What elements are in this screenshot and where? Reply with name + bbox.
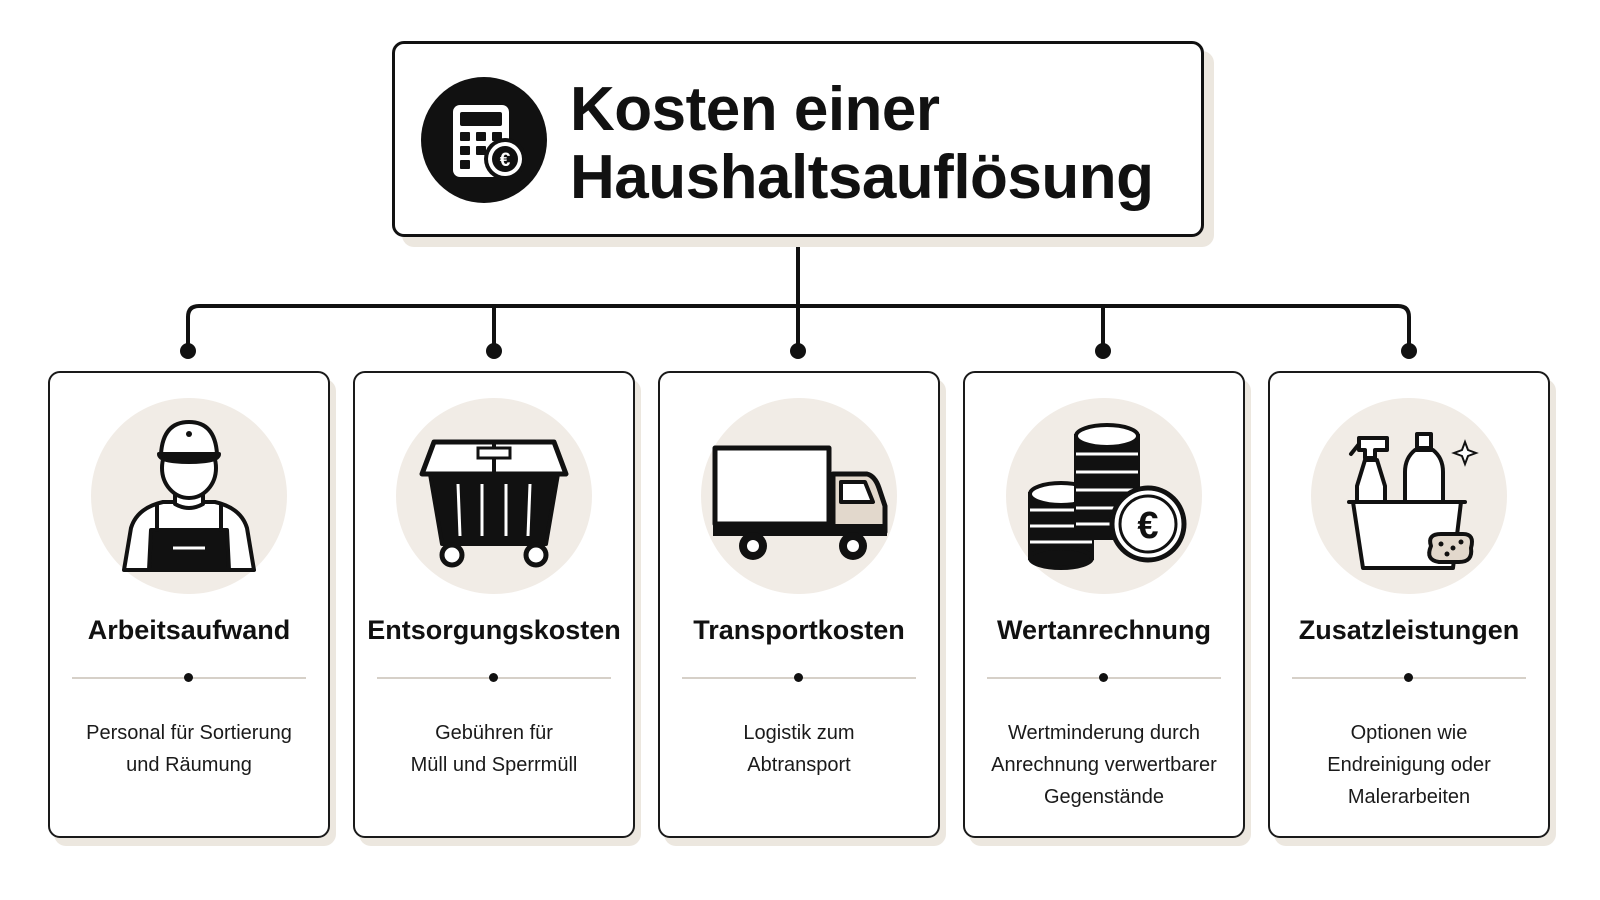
title-line-2: Haushaltsauflösung	[570, 143, 1154, 212]
card-title: Zusatzleistungen	[1298, 615, 1520, 645]
description-line: Logistik zum	[743, 722, 855, 744]
description-line: Gegenstände	[1043, 786, 1165, 808]
title-box: € Kosten einer Haushaltsauflösung	[392, 41, 1204, 237]
coins-euro-icon: €	[1006, 398, 1202, 594]
title-line-1: Kosten einer	[570, 75, 940, 144]
divider-dot	[794, 673, 803, 682]
description-line: Gebühren für	[435, 722, 553, 744]
card-title: Transportkosten	[693, 615, 905, 645]
description-line: Abtransport	[747, 754, 851, 776]
description-line: Malerarbeiten	[1347, 786, 1471, 808]
divider-dot	[184, 673, 193, 682]
category-card-arbeitsaufwand: Arbeitsaufwand Personal für Sortierung u…	[48, 371, 330, 838]
card-title: Arbeitsaufwand	[87, 615, 291, 645]
connector-dot	[180, 343, 196, 359]
branch-bar	[186, 304, 1411, 353]
divider-dot	[1099, 673, 1108, 682]
category-card-entsorgungskosten: Entsorgungskosten Gebühren für Müll und …	[353, 371, 635, 838]
card-description: Gebühren für Müll und Sperrmüll	[371, 717, 617, 781]
divider-dot	[1404, 673, 1413, 682]
description-line: Endreinigung oder	[1327, 754, 1491, 776]
card-description: Personal für Sortierung und Räumung	[66, 717, 312, 781]
description-line: und Räumung	[126, 754, 252, 776]
description-line: Müll und Sperrmüll	[410, 754, 578, 776]
description-line: Optionen wie	[1350, 722, 1468, 744]
svg-text:€: €	[1137, 505, 1158, 547]
cleaning-supplies-icon	[1311, 398, 1507, 594]
worker-icon	[91, 398, 287, 594]
card-title: Entsorgungskosten	[367, 615, 621, 645]
divider-dot	[489, 673, 498, 682]
dumpster-icon	[396, 398, 592, 594]
connector-dot	[790, 343, 806, 359]
card-title: Wertanrechnung	[996, 615, 1212, 645]
truck-icon	[701, 398, 897, 594]
category-card-transportkosten: Transportkosten Logistik zum Abtransport	[658, 371, 940, 838]
description-line: Anrechnung verwertbarer	[991, 754, 1217, 776]
card-description: Logistik zum Abtransport	[676, 717, 922, 781]
connector-dot	[1401, 343, 1417, 359]
category-card-zusatzleistungen: Zusatzleistungen Optionen wie Endreinigu…	[1268, 371, 1550, 838]
category-card-wertanrechnung: € Wertanrechnung Wertminderung durch Anr…	[963, 371, 1245, 838]
page-title: Kosten einer Haushaltsauflösung	[570, 76, 1154, 212]
connector-dot	[486, 343, 502, 359]
svg-text:€: €	[500, 150, 511, 171]
description-line: Wertminderung durch	[1008, 722, 1200, 744]
description-line: Personal für Sortierung	[86, 722, 292, 744]
calculator-euro-icon: €	[421, 77, 547, 203]
card-description: Optionen wie Endreinigung oder Malerarbe…	[1286, 717, 1532, 813]
card-description: Wertminderung durch Anrechnung verwertba…	[981, 717, 1227, 813]
connector-dot	[1095, 343, 1111, 359]
